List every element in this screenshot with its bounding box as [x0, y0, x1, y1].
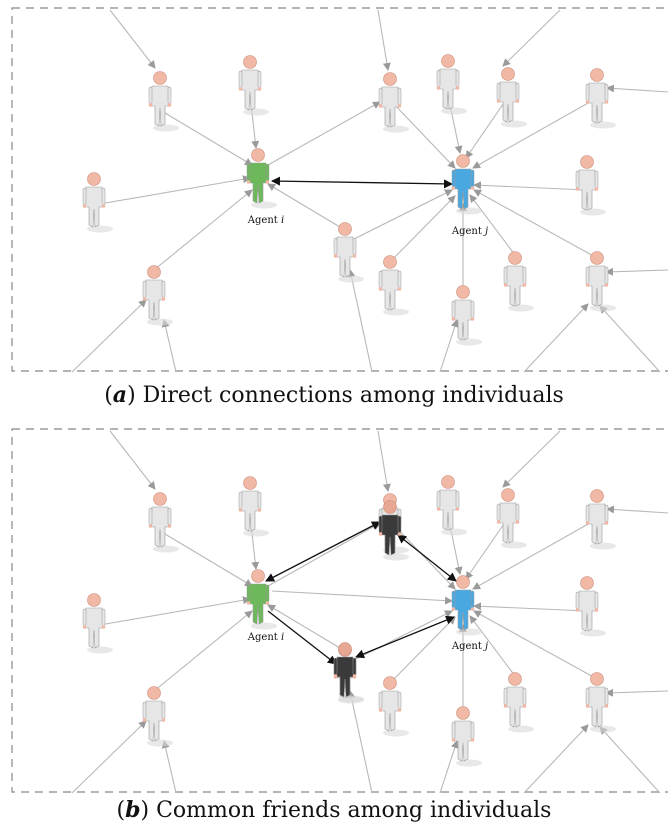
person-icon: [496, 67, 527, 128]
person-icon: [82, 593, 113, 654]
connection: [267, 101, 381, 166]
person-icon: [142, 265, 173, 326]
caption-a: (a) Direct connections among individuals: [104, 382, 564, 408]
connection: [606, 84, 668, 93]
connection: [109, 9, 156, 69]
panel-a-edges: [71, 9, 668, 373]
panel-a: Agent i Agent j: [11, 7, 668, 373]
connection: [473, 610, 598, 680]
connection: [153, 189, 253, 271]
connection: [377, 9, 391, 71]
person-icon: [378, 72, 409, 133]
connection: [472, 518, 598, 590]
person-icon: [148, 71, 179, 132]
person-icon: [82, 172, 113, 233]
connection: [109, 430, 156, 490]
person-icon: [451, 285, 482, 346]
person-icon: [333, 222, 364, 283]
connection: [161, 319, 177, 373]
connection: [153, 610, 253, 692]
panel-b-edges: [71, 430, 668, 794]
connection: [472, 97, 598, 169]
person-icon: [585, 68, 616, 129]
connection: [465, 96, 509, 159]
agent-i-label-b: Agent i: [247, 632, 284, 643]
connection: [465, 517, 509, 580]
person-icon: [238, 55, 269, 116]
person-icon: [451, 706, 482, 767]
agent-i-icon: [246, 569, 277, 630]
connection: [502, 9, 561, 67]
connection: [71, 299, 147, 373]
person-icon: [148, 492, 179, 553]
connection: [347, 269, 373, 373]
connection: [161, 740, 177, 794]
person-icon: [575, 155, 606, 216]
person-icon: [585, 489, 616, 550]
connection: [271, 590, 453, 605]
panel-b-people: [82, 475, 616, 767]
connection: [473, 602, 588, 612]
connection: [469, 194, 516, 256]
panel-a-frame: [11, 7, 668, 372]
person-icon: [378, 676, 409, 737]
person-icon: [238, 476, 269, 537]
connection: [347, 690, 373, 794]
agent-i-icon: [246, 148, 277, 209]
person-icon: [503, 251, 534, 312]
common-friend-icon: [378, 500, 409, 561]
connection: [523, 724, 589, 794]
connection: [605, 267, 668, 276]
connection: [377, 430, 391, 492]
person-icon: [575, 576, 606, 637]
connection: [473, 189, 598, 259]
connection: [267, 522, 381, 587]
person-icon: [503, 672, 534, 733]
strong-connection: [267, 610, 337, 665]
connection: [351, 189, 453, 241]
caption-b: (b) Common friends among individuals: [116, 797, 552, 823]
connection: [389, 195, 456, 263]
connection: [439, 319, 459, 373]
connection: [599, 726, 661, 794]
agent-j-label-b: Agent j: [451, 641, 488, 652]
panel-b: Agent i Agent j: [11, 428, 668, 794]
strong-connection: [265, 521, 381, 582]
agent-i-label: Agent i: [247, 215, 284, 226]
connection: [71, 720, 147, 794]
person-icon: [585, 672, 616, 733]
person-icon: [436, 54, 467, 115]
agent-j-icon: [451, 575, 482, 636]
connection: [502, 430, 561, 488]
connection: [473, 181, 588, 191]
person-icon: [436, 475, 467, 536]
connection: [159, 109, 253, 166]
panel-a-people: [82, 54, 616, 346]
connection: [389, 99, 456, 169]
agent-j-label: Agent j: [451, 226, 488, 237]
connection: [439, 740, 459, 794]
connection: [93, 175, 251, 206]
person-icon: [378, 255, 409, 316]
connection: [523, 303, 589, 373]
strong-connection: [397, 534, 457, 582]
connection: [267, 604, 346, 652]
common-friend-icon: [333, 642, 364, 703]
connection: [606, 505, 668, 514]
strong-connection: [355, 615, 455, 659]
panel-b-frame: [11, 428, 668, 793]
connection: [389, 616, 456, 684]
person-icon: [142, 686, 173, 747]
connection: [469, 615, 516, 677]
strong-connection: [271, 176, 453, 189]
agent-j-icon: [451, 154, 482, 215]
connection: [605, 688, 668, 697]
connection: [267, 183, 346, 231]
connection: [599, 305, 661, 373]
connection: [93, 596, 251, 627]
person-icon: [585, 251, 616, 312]
connection: [159, 530, 253, 587]
person-icon: [496, 488, 527, 549]
